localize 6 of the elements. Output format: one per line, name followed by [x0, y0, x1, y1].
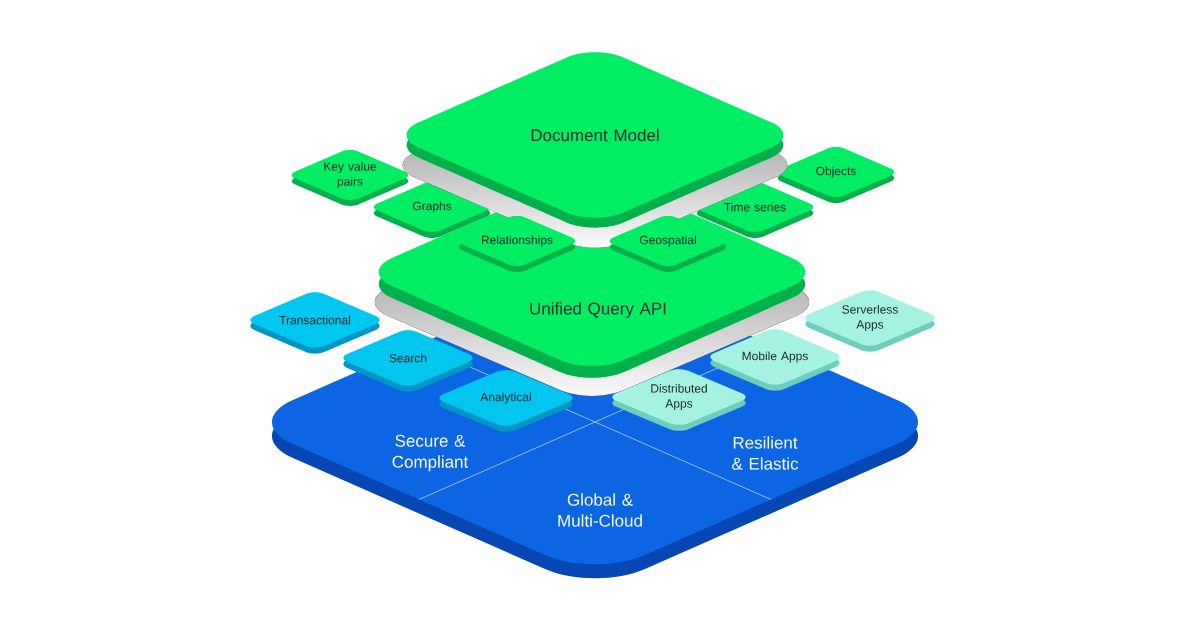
tile: Serverless Apps — [805, 290, 935, 352]
tile: Relationships — [458, 216, 576, 272]
tile: Geospatial — [609, 216, 727, 272]
tile: Objects — [777, 147, 895, 203]
tile: Key value pairs — [291, 150, 409, 206]
tile: Transactional — [250, 292, 380, 354]
